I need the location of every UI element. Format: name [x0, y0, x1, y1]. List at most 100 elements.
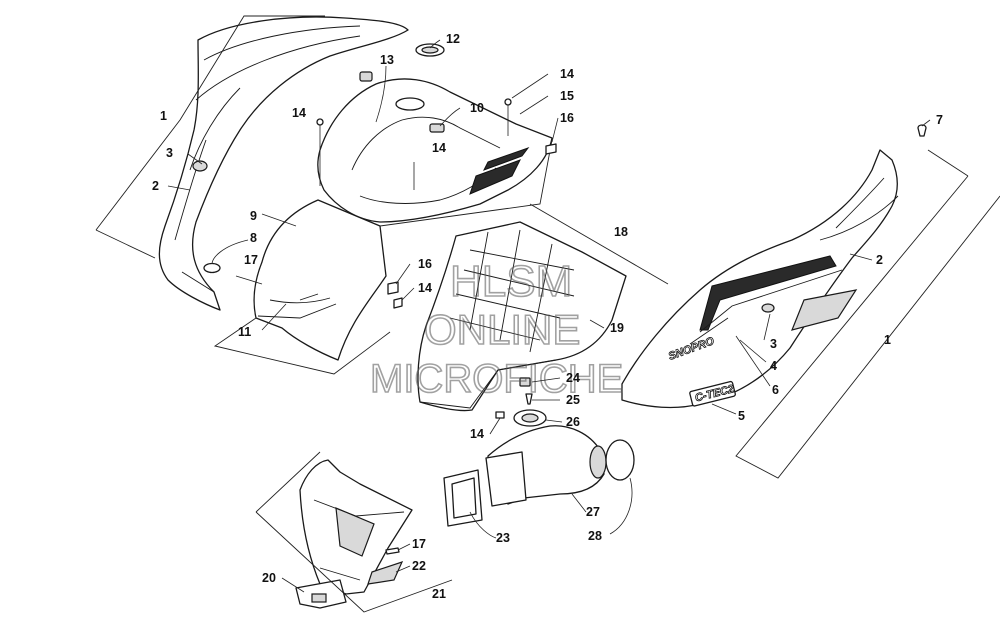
leader-2-right	[849, 253, 873, 261]
leader-7	[921, 119, 931, 127]
leader-27	[571, 493, 587, 513]
leader-3-left	[187, 153, 203, 165]
clip-14-left	[393, 297, 403, 309]
callout-12: 12	[446, 32, 460, 46]
callout-1-right: 1	[884, 333, 891, 347]
watermark-line-1: HLSM	[450, 257, 572, 306]
upper-console	[317, 78, 553, 223]
dash-gauge-opening	[395, 97, 425, 111]
ctec-decal-plate	[689, 380, 736, 407]
callout-14-left: 14	[292, 106, 306, 120]
callout-labels: 1 3 2 9 8 17 11 12 13 14 10 14 14 15 16 …	[152, 32, 943, 601]
grommet-12-group	[415, 43, 445, 57]
right-panel-stripe-light	[689, 269, 843, 345]
leader-26	[545, 419, 563, 423]
screw-14-top-head	[504, 98, 512, 106]
callout-10: 10	[470, 101, 484, 115]
cap-ring-inner	[521, 413, 539, 423]
intake-clamp-leader	[609, 477, 633, 535]
intake-duct-mouth	[485, 451, 527, 507]
small-fasteners	[235, 98, 557, 419]
watermark: HLSM ONLINE MICROFICHE	[369, 256, 624, 402]
intake-clamp	[605, 439, 635, 481]
callout-28: 28	[588, 529, 602, 543]
belly-pan-detail	[313, 499, 405, 581]
leader-14-top	[511, 73, 549, 99]
airbox	[417, 221, 627, 412]
console-stripe-2	[482, 146, 530, 171]
leader-16-left	[395, 263, 411, 285]
leader-24	[531, 377, 561, 383]
left-trim-strip-inner	[174, 139, 215, 293]
intake-cap-group	[513, 377, 547, 427]
callout-18: 18	[614, 225, 628, 239]
console-stripe	[469, 159, 522, 195]
belly-pan-screw	[385, 547, 400, 555]
clip-16-left	[387, 281, 399, 295]
leader-9	[261, 213, 297, 227]
leader-10	[439, 107, 461, 127]
upper-console-group	[317, 71, 553, 227]
left-side-panel-group	[95, 15, 409, 311]
intake-gasket	[443, 469, 483, 527]
screw-16-right	[545, 143, 557, 155]
airbox-frame	[529, 203, 669, 285]
intake-duct-outlet	[589, 445, 607, 479]
callout-23: 23	[496, 531, 510, 545]
callout-17-left: 17	[244, 253, 258, 267]
leader-14-mid	[401, 287, 415, 301]
callout-2-right: 2	[876, 253, 883, 267]
top-grommet-inner	[421, 46, 439, 54]
airbox-inner-ribs	[449, 229, 575, 353]
left-panel-frame	[95, 15, 325, 259]
right-panel-accent-decal	[791, 289, 858, 331]
callout-25: 25	[566, 393, 580, 407]
callout-4: 4	[770, 359, 777, 373]
leader-11	[261, 303, 287, 331]
screw-14-left-head	[316, 118, 324, 126]
screw-14-lower	[495, 411, 505, 419]
callout-7: 7	[936, 113, 943, 127]
leader-4	[739, 339, 767, 363]
belly-pan-decal	[367, 561, 404, 585]
callout-20: 20	[262, 571, 276, 585]
leader-20	[281, 577, 305, 593]
airbox-flange	[419, 359, 557, 409]
intake-duct-group	[443, 425, 635, 539]
screw-17-left	[235, 275, 263, 285]
callout-14-top: 14	[560, 67, 574, 81]
watermark-line-2: ONLINE	[424, 306, 580, 353]
callout-3-left: 3	[166, 146, 173, 160]
right-push-pin	[917, 124, 927, 137]
leader-8	[211, 239, 249, 265]
cap-screw	[525, 393, 533, 405]
leader-12	[429, 39, 441, 49]
callout-21: 21	[432, 587, 446, 601]
dash-vent	[359, 71, 373, 82]
callout-26: 26	[566, 415, 580, 429]
callout-19: 19	[610, 321, 624, 335]
callout-15: 15	[560, 89, 574, 103]
belly-pan-frame	[255, 451, 453, 613]
callout-14-mid: 14	[418, 281, 432, 295]
leader-6	[735, 335, 771, 387]
callout-2-left: 2	[152, 179, 159, 193]
callout-11: 11	[238, 325, 251, 339]
callout-24: 24	[566, 371, 580, 385]
callout-9: 9	[250, 209, 257, 223]
left-grommet	[203, 262, 221, 274]
leader-13	[375, 65, 387, 123]
callout-8: 8	[250, 231, 257, 245]
airbox-group	[417, 203, 669, 412]
callout-22: 22	[412, 559, 426, 573]
hood-group	[213, 199, 391, 375]
hood	[253, 199, 387, 361]
leader-22	[395, 565, 411, 573]
console-frame	[379, 139, 553, 227]
left-fastener	[192, 160, 208, 172]
right-panel-stripe-dark	[699, 255, 837, 331]
callout-3-right: 3	[770, 337, 777, 351]
belly-pan-group	[255, 451, 453, 613]
watermark-line-3: MICROFICHE	[370, 357, 623, 401]
cap-clip	[519, 377, 531, 387]
